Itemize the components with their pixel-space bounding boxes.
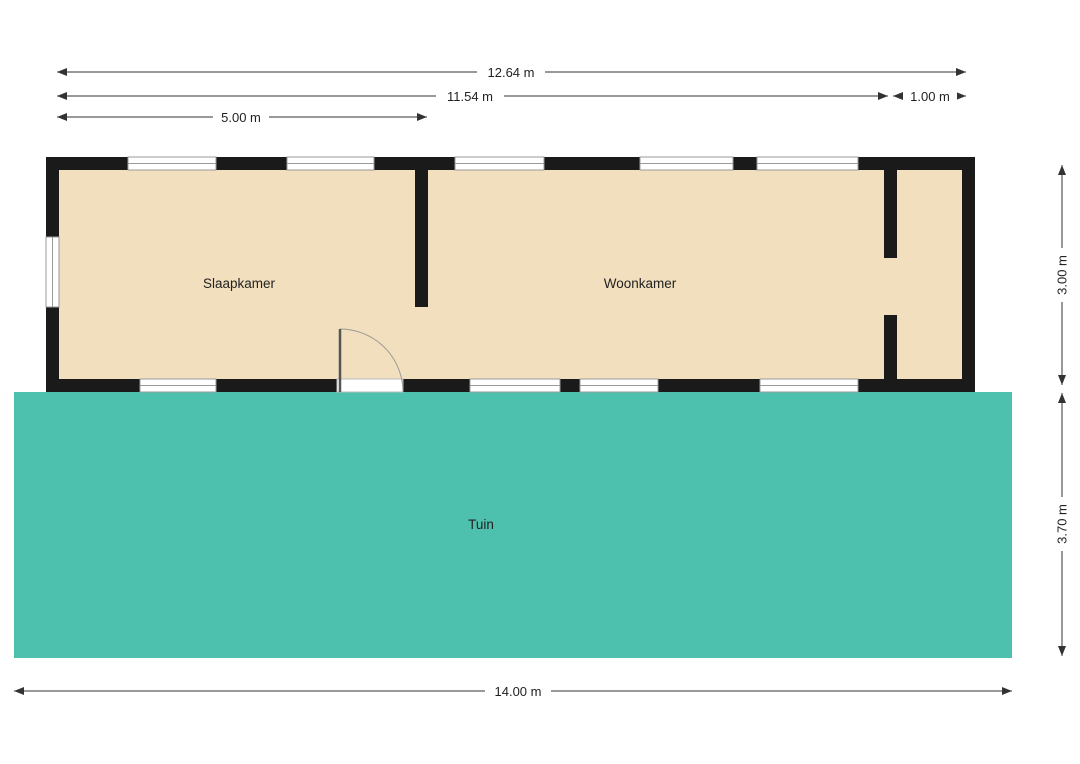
dim-right-width-label: 1.00 m — [910, 89, 950, 104]
window — [756, 156, 859, 171]
window — [639, 156, 734, 171]
room-label-living: Woonkamer — [604, 276, 677, 291]
floor-surface — [59, 170, 962, 379]
dim-main-width: 11.54 m — [57, 87, 888, 104]
window — [454, 156, 545, 171]
dim-building-depth-label: 3.00 m — [1055, 255, 1070, 295]
window — [469, 378, 561, 393]
window — [286, 156, 375, 171]
bottom-wall-windows — [139, 378, 859, 393]
dim-building-depth: 3.00 m — [1053, 165, 1071, 385]
top-wall-windows — [127, 156, 859, 171]
window — [45, 236, 60, 308]
dim-bedroom-width-label: 5.00 m — [221, 110, 261, 125]
door-opening — [336, 378, 404, 393]
dim-main-width-label: 11.54 m — [447, 89, 493, 104]
dimension-lines: 12.64 m 11.54 m 1.00 m 5.00 m — [14, 63, 1071, 699]
interior-wall-right-upper — [884, 170, 897, 258]
left-wall-window — [45, 236, 60, 308]
dim-bedroom-width: 5.00 m — [57, 108, 427, 125]
dim-total-width: 12.64 m — [57, 63, 966, 80]
window — [139, 378, 217, 393]
window — [127, 156, 217, 171]
dim-total-width-label: 12.64 m — [488, 65, 535, 80]
window — [579, 378, 659, 393]
garden-area: Tuin — [14, 392, 1012, 658]
entry-door — [336, 328, 404, 393]
dim-garden-width-label: 14.00 m — [495, 684, 542, 699]
room-label-bedroom: Slaapkamer — [203, 276, 276, 291]
interior-wall-right-lower — [884, 315, 897, 379]
interior-wall-bedroom — [415, 170, 428, 307]
door-swing-arc — [339, 328, 404, 393]
dim-garden-width: 14.00 m — [14, 682, 1012, 699]
dim-garden-depth-label: 3.70 m — [1055, 504, 1070, 544]
dim-garden-depth: 3.70 m — [1053, 393, 1071, 656]
garden-label: Tuin — [468, 517, 494, 532]
garden-surface — [14, 392, 1012, 658]
building: Slaapkamer Woonkamer — [45, 156, 975, 393]
window — [759, 378, 859, 393]
dim-right-width: 1.00 m — [893, 87, 966, 104]
